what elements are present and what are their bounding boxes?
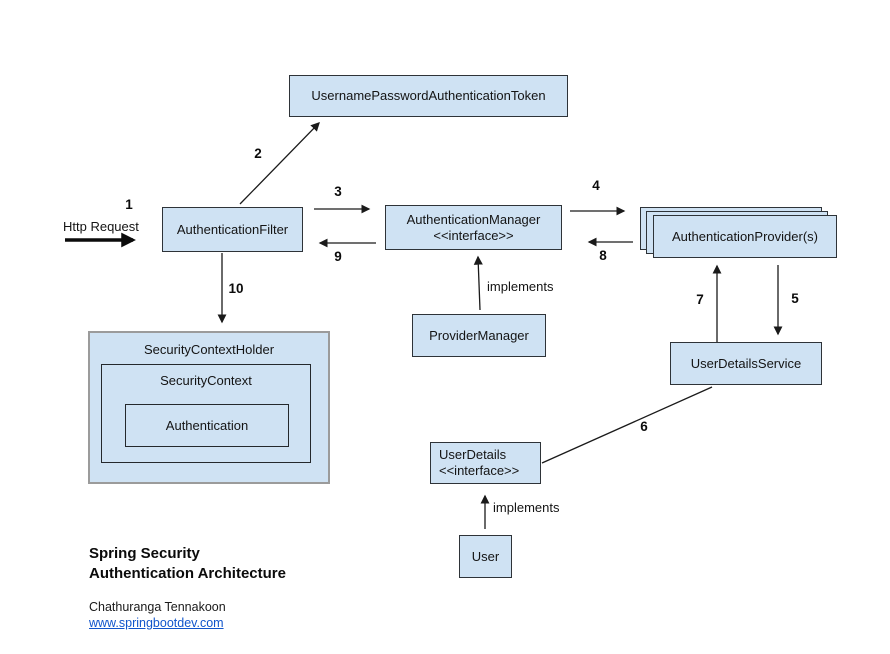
edge-2-filter-to-token <box>239 122 320 205</box>
node-authentication-providers: AuthenticationProvider(s) <box>653 215 837 258</box>
node-label: UserDetailsService <box>690 355 802 371</box>
node-security-context: SecurityContext Authentication <box>101 364 311 463</box>
node-label: UsernamePasswordAuthenticationToken <box>311 88 546 103</box>
edge-label-8: 8 <box>599 248 607 263</box>
author-name: Chathuranga Tennakoon <box>89 600 226 614</box>
edge-label-7: 7 <box>696 292 704 307</box>
implements-label-user: implements <box>493 500 560 515</box>
node-authentication: Authentication <box>125 404 289 447</box>
node-authentication-manager: AuthenticationManager <<interface>> <box>385 205 562 250</box>
edge-label-1: 1 <box>125 197 133 212</box>
node-username-password-authentication-token: UsernamePasswordAuthenticationToken <box>289 75 568 117</box>
node-label: AuthenticationManager <box>406 211 541 227</box>
edge-6-uds-to-userdetails <box>541 386 713 464</box>
node-user: User <box>459 535 512 578</box>
node-user-details: UserDetails <<interface>> <box>430 442 541 484</box>
node-label: SecurityContext <box>160 373 252 388</box>
node-security-context-holder: SecurityContextHolder SecurityContext Au… <box>88 331 330 484</box>
node-label: UserDetails <box>439 447 507 462</box>
edge-label-2: 2 <box>254 146 262 161</box>
node-provider-manager: ProviderManager <box>412 314 546 357</box>
node-label: SecurityContextHolder <box>143 342 275 357</box>
node-label: AuthenticationFilter <box>176 221 289 237</box>
node-label: User <box>471 548 500 564</box>
node-label: Authentication <box>165 418 249 433</box>
diagram-title-line2: Authentication Architecture <box>89 565 286 582</box>
edge-implements-provider-manager <box>473 255 483 311</box>
edge-label-3: 3 <box>334 184 342 199</box>
node-authentication-filter: AuthenticationFilter <box>162 207 303 252</box>
edge-label-6: 6 <box>640 419 648 434</box>
http-request-label: Http Request <box>63 219 139 234</box>
edge-label-5: 5 <box>791 291 799 306</box>
node-user-details-service: UserDetailsService <box>670 342 822 385</box>
node-stereotype: <<interface>> <box>433 227 514 243</box>
node-stereotype: <<interface>> <box>439 463 520 478</box>
diagram-title: Spring Security Authentication Architect… <box>89 544 286 584</box>
implements-label-provider-manager: implements <box>487 279 554 294</box>
diagram-title-line1: Spring Security <box>89 545 200 562</box>
edge-label-9: 9 <box>334 249 342 264</box>
node-label: AuthenticationProvider(s) <box>672 228 818 244</box>
edge-label-4: 4 <box>592 178 600 193</box>
edge-label-10: 10 <box>228 281 244 296</box>
website-link[interactable]: www.springbootdev.com <box>89 616 224 630</box>
node-label: ProviderManager <box>429 327 529 343</box>
